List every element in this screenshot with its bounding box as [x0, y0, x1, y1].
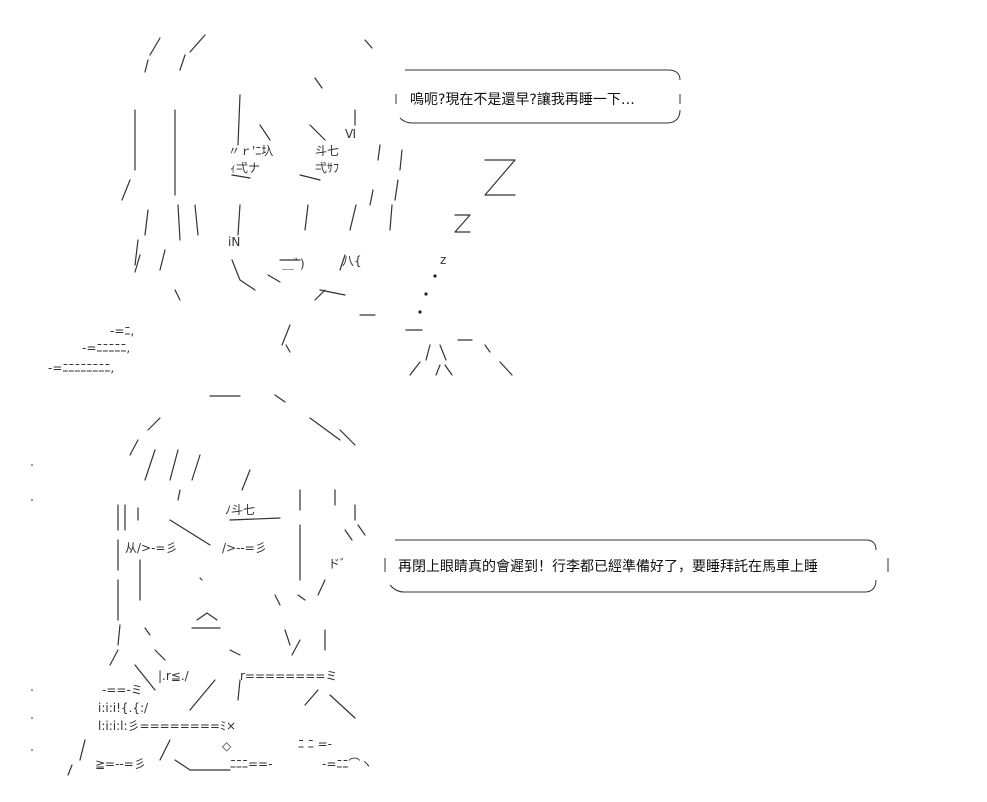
bottom-hand-text-5: ≧=--=彡 [95, 757, 146, 771]
margin-dot-1 [31, 464, 33, 466]
margin-dot-5 [31, 749, 33, 751]
top-chars-text: 八{ [342, 254, 362, 268]
bottom-hand-text-7: -=ﾆﾆ⌒ヽ [322, 757, 372, 771]
top-face-text-2: 斗七 [315, 144, 339, 158]
bottom-face-text-2: 从/>-=彡 [125, 541, 177, 555]
bottom-diamond-text: ◇ [222, 739, 232, 753]
top-face-text-3: ｨ弌ナ [230, 161, 260, 175]
bottom-hand-text-1: -==-ミ [102, 683, 143, 697]
bottom-hand-text-2: r========ミ [240, 669, 337, 683]
top-left-stack-2: -=ﾆﾆﾆﾆﾆ, [82, 341, 130, 355]
bottom-hand-text-4: l:i:i:l:彡========ﾐ× [98, 719, 236, 733]
margin-dot-2 [31, 499, 33, 501]
sleep-dot-3 [418, 310, 422, 314]
bottom-bubble-top-border [395, 539, 877, 551]
margin-dot-3 [31, 689, 33, 691]
bottom-bubble-text: 再閉上眼睛真的會遲到！行李都已經準備好了，要睡拜託在馬車上睡 [398, 558, 818, 575]
sleep-z-group: z [418, 159, 516, 314]
sleep-dot-2 [424, 292, 428, 296]
left-margin-dots [31, 464, 33, 751]
top-bubble-text: 嗚呃?現在不是還早?讓我再睡一下… [410, 91, 635, 108]
bottom-hand-text-8: ﾆ ﾆ =- [298, 737, 332, 751]
bottom-face-text-3: />--=彡 [222, 541, 267, 555]
sleep-dot-1 [433, 274, 437, 278]
bottom-figure [67, 394, 366, 776]
bottom-bubble-bottom-border [389, 579, 877, 593]
top-vi-text: Ⅵ [345, 127, 356, 141]
bottom-hand-text-3: i:i:i!{.{:/ [98, 701, 149, 715]
top-left-stack-1: -=ﾆ, [110, 324, 134, 338]
top-mouth-text: ＿ﾞ) [282, 257, 305, 271]
top-face-text-4: 弌ｻﾌ [315, 161, 339, 175]
margin-dot-4 [31, 717, 33, 719]
top-face-text-1: 〃ｒ'ﾆ圦 [228, 144, 273, 158]
bottom-rr-text: |.r≦./ [158, 669, 190, 683]
top-speech-bubble: 嗚呃?現在不是還早?讓我再睡一下… [395, 69, 681, 124]
bottom-hand-text-6: ﾆﾆﾆ==- [230, 757, 272, 771]
top-n-text: iN [228, 235, 240, 249]
small-figure-right [359, 314, 513, 376]
top-sleeping-figure [121, 34, 403, 353]
big-z-icon [484, 159, 516, 196]
top-ascii-texts: 〃ｒ'ﾆ圦 斗七 ｨ弌ナ 弌ｻﾌ iN Ⅵ ＿ﾞ) 八{ -=ﾆ, -=ﾆﾆﾆﾆ… [48, 127, 362, 375]
bottom-speech-bubble: 再閉上眼睛真的會遲到！行李都已經準備好了，要睡拜託在馬車上睡 [384, 539, 889, 593]
small-z-icon: z [440, 253, 446, 267]
top-left-stack-3: -=ﾆﾆﾆﾆﾆﾆﾆﾆ, [48, 361, 114, 375]
medium-z-icon [454, 214, 471, 233]
top-bubble-bottom-border [399, 109, 681, 124]
top-bubble-top-border [405, 69, 681, 81]
bottom-do-text: ドﾞ [328, 557, 346, 571]
bottom-face-text-1: ﾉ斗七 [225, 503, 255, 517]
bottom-ascii-texts: ﾉ斗七 从/>-=彡 />--=彡 ドﾞ |.r≦./ -==-ミ r=====… [95, 503, 372, 771]
